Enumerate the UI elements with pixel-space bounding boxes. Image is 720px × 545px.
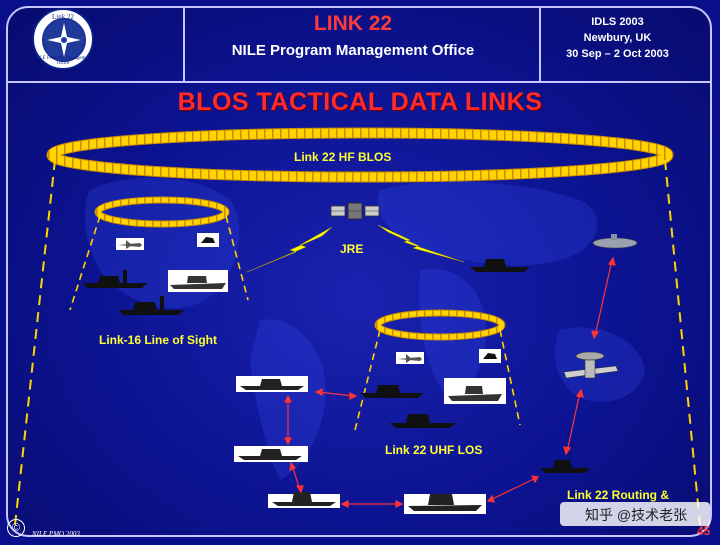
ship-icon	[234, 446, 308, 462]
aircraft-icon	[116, 238, 144, 250]
ship-icon	[168, 270, 228, 292]
ship-icon	[470, 259, 530, 272]
routing-label: Link 22 Routing &	[567, 488, 669, 502]
ship-icon	[360, 385, 424, 398]
uhf-los-coverage-ring	[374, 309, 506, 341]
ship-icon	[444, 378, 506, 404]
slide-title: BLOS TACTICAL DATA LINKS	[177, 88, 543, 116]
logo-text: Link 22	[52, 13, 74, 21]
watermark-box	[560, 502, 710, 526]
footer-org: NILE PMO 2003	[32, 530, 80, 538]
link16-coverage-ring	[94, 196, 230, 228]
hf-blos-label: Link 22 HF BLOS	[294, 150, 392, 164]
ship-icon	[268, 492, 340, 508]
event-location: Newbury, UK	[583, 32, 652, 44]
link16-label: Link-16 Line of Sight	[99, 333, 218, 347]
watermark-text: 知乎 @技术老张	[585, 507, 688, 523]
ship-icon	[404, 494, 486, 514]
lightning-bolt-right-icon	[377, 224, 465, 263]
aircraft-icon	[396, 352, 424, 364]
hf-blos-coverage-ring	[46, 127, 674, 183]
header-divider	[539, 8, 541, 81]
header-subtitle: NILE Program Management Office	[231, 42, 475, 59]
header-bar	[8, 8, 710, 83]
header-divider	[183, 8, 185, 81]
header-title: LINK 22	[313, 12, 393, 35]
aew-aircraft-icon	[563, 351, 619, 379]
ship-icon	[118, 296, 184, 315]
ship-icons-dark	[82, 259, 590, 473]
uhf-los-label: Link 22 UHF LOS	[385, 443, 483, 457]
ship-icon	[390, 414, 456, 428]
compass-emblem-icon	[42, 18, 86, 62]
link22-logo: Link 22 NILE Program Management Office	[32, 8, 94, 70]
page-number: 45	[697, 524, 711, 538]
copyright-icon: ©	[7, 519, 25, 537]
lightning-bolt-left-icon	[246, 226, 333, 273]
aircraft-icon	[197, 233, 219, 247]
ship-icons-light	[168, 270, 506, 514]
event-name: IDLS 2003	[591, 16, 644, 28]
submarine-icon	[592, 234, 638, 249]
link-arrows	[284, 256, 616, 508]
aircraft-icon	[479, 349, 501, 363]
ship-icon	[236, 376, 308, 392]
satellite-icon	[330, 202, 380, 220]
ship-icon	[82, 270, 148, 288]
logo-ring-text: NILE Program Management Office	[34, 56, 92, 66]
event-dates: 30 Sep – 2 Oct 2003	[566, 48, 669, 60]
jre-label: JRE	[340, 242, 364, 256]
ship-icon	[540, 460, 590, 473]
